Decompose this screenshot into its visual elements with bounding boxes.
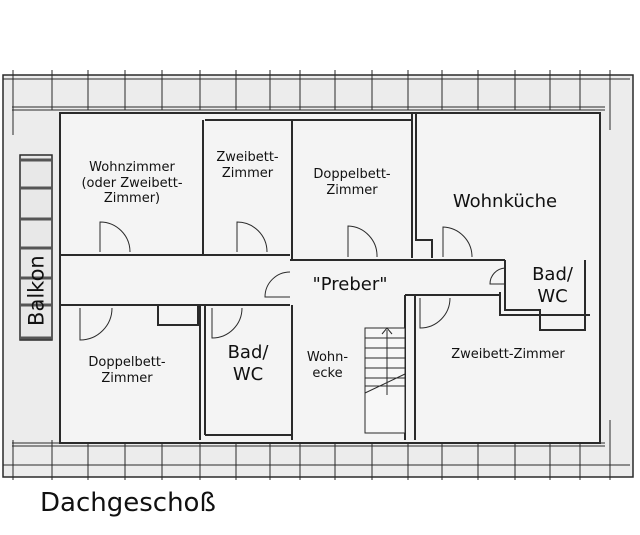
room-wohnkueche: Wohnküche bbox=[452, 191, 558, 212]
room-label: Wohnzimmer bbox=[89, 160, 175, 175]
room-label: Zimmer) bbox=[103, 191, 161, 207]
room-bad-right: Bad/ WC bbox=[520, 264, 585, 307]
room-doppelbett-bottom: Doppelbett- Zimmer bbox=[62, 355, 192, 386]
room-label: Doppelbett- bbox=[313, 167, 391, 182]
room-label: Zimmer bbox=[326, 182, 378, 198]
rafters-bottom bbox=[12, 420, 611, 480]
room-label: Zimmer bbox=[221, 165, 274, 181]
staircase bbox=[364, 327, 406, 434]
room-label: Zweibett- bbox=[216, 150, 279, 165]
room-label: Bad/ bbox=[532, 264, 573, 285]
room-label: Zimmer bbox=[101, 370, 153, 386]
room-label: WC bbox=[232, 363, 264, 385]
room-corridor: "Preber" bbox=[312, 274, 388, 295]
room-bad-center: Bad/ WC bbox=[208, 342, 288, 385]
room-doppelbett-top: Doppelbett- Zimmer bbox=[293, 167, 411, 198]
room-wohnzimmer: Wohnzimmer (oder Zweibett- Zimmer) bbox=[62, 160, 202, 207]
room-balkon: Balkon bbox=[24, 255, 49, 326]
room-label: ecke bbox=[312, 365, 343, 381]
floor-interior bbox=[59, 112, 601, 444]
room-wohnecke: Wohn- ecke bbox=[295, 350, 360, 381]
interior-walls bbox=[60, 113, 590, 440]
rafters-top bbox=[12, 70, 611, 135]
room-zweibett-bottom: Zweibett-Zimmer bbox=[451, 347, 565, 362]
room-label: Wohn- bbox=[306, 350, 349, 365]
plan-title: Dachgeschoß bbox=[40, 488, 216, 518]
door-swings bbox=[79, 221, 506, 341]
room-label: WC bbox=[537, 285, 568, 307]
balcony-rails bbox=[20, 158, 52, 340]
room-label: Doppelbett- bbox=[88, 355, 166, 370]
room-zweibett-top: Zweibett- Zimmer bbox=[205, 150, 290, 181]
room-label: Bad/ bbox=[227, 342, 269, 363]
room-label: (oder Zweibett- bbox=[81, 175, 183, 191]
